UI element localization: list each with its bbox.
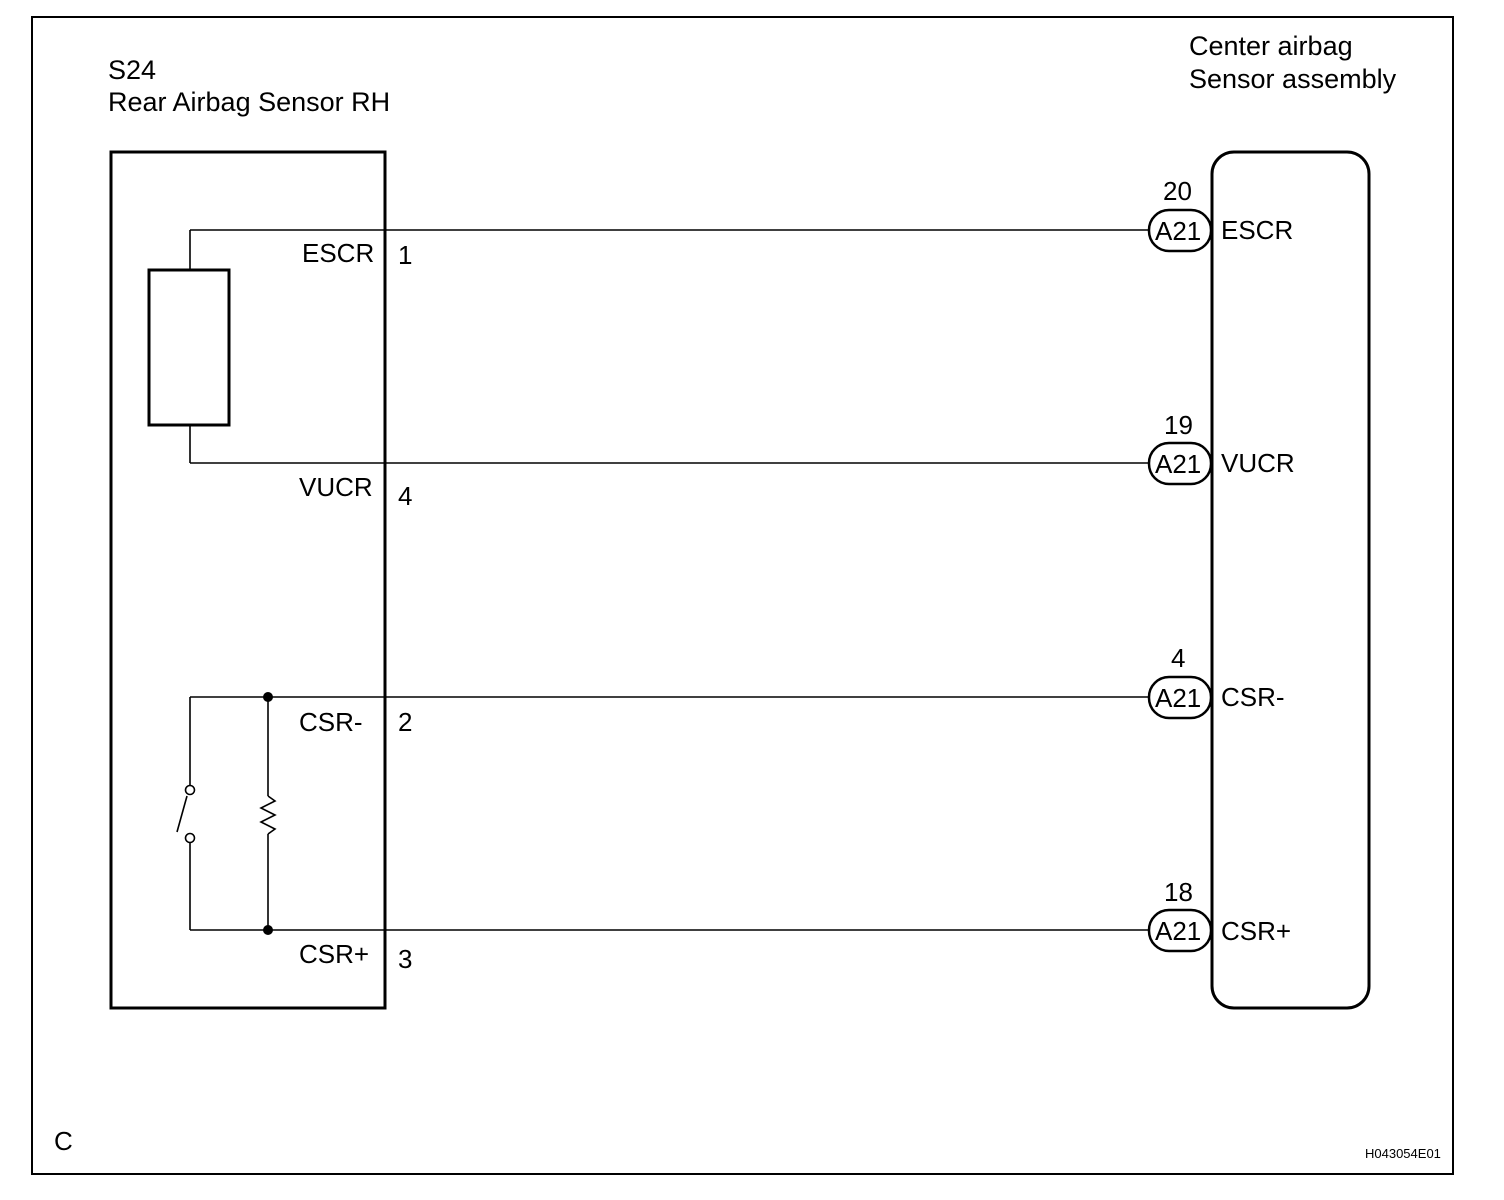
squib-element [147,268,231,427]
right-signal-vucr: VUCR [1221,448,1295,478]
left-pin-4: 4 [398,481,412,511]
connector-label-a21: A21 [1155,449,1201,479]
figure-id: H043054E01 [1365,1146,1441,1161]
left-pin-1: 1 [398,240,412,270]
left-signal-vucr: VUCR [299,472,373,502]
right-pin-20: 20 [1163,176,1192,206]
left-signal-escr: ESCR [302,238,374,268]
center-airbag-sensor-box [1210,150,1371,1010]
left-signal-csr-plus: CSR+ [299,939,369,969]
left-signal-csr-minus: CSR- [299,707,363,737]
right-component-name-line2: Sensor assembly [1189,64,1397,94]
left-pin-2: 2 [398,707,412,737]
left-pin-3: 3 [398,944,412,974]
parallel-resistor [259,697,277,930]
right-component-name-line1: Center airbag [1189,31,1353,61]
corner-letter: C [54,1126,73,1156]
right-signal-escr: ESCR [1221,215,1293,245]
connector-label-a21: A21 [1155,216,1201,246]
diagram-frame [31,16,1454,1175]
connector-escr: 20 A21 ESCR [1147,176,1293,253]
right-pin-18: 18 [1164,877,1193,907]
rear-airbag-sensor-box [109,150,387,1010]
right-pin-19: 19 [1164,410,1193,440]
left-component-code: S24 [108,55,156,85]
junction-dot-bottom [263,925,273,935]
connector-label-a21: A21 [1155,916,1201,946]
connector-label-a21: A21 [1155,683,1201,713]
right-pin-4: 4 [1171,643,1185,673]
right-signal-csr-minus: CSR- [1221,682,1285,712]
left-component-name: Rear Airbag Sensor RH [108,87,390,117]
junction-dot-top [263,692,273,702]
right-signal-csr-plus: CSR+ [1221,916,1291,946]
switch-symbol [176,697,196,930]
connector-csr-minus: 4 A21 CSR- [1147,643,1285,720]
connector-vucr: 19 A21 VUCR [1147,410,1295,486]
connector-csr-plus: 18 A21 CSR+ [1147,877,1291,953]
